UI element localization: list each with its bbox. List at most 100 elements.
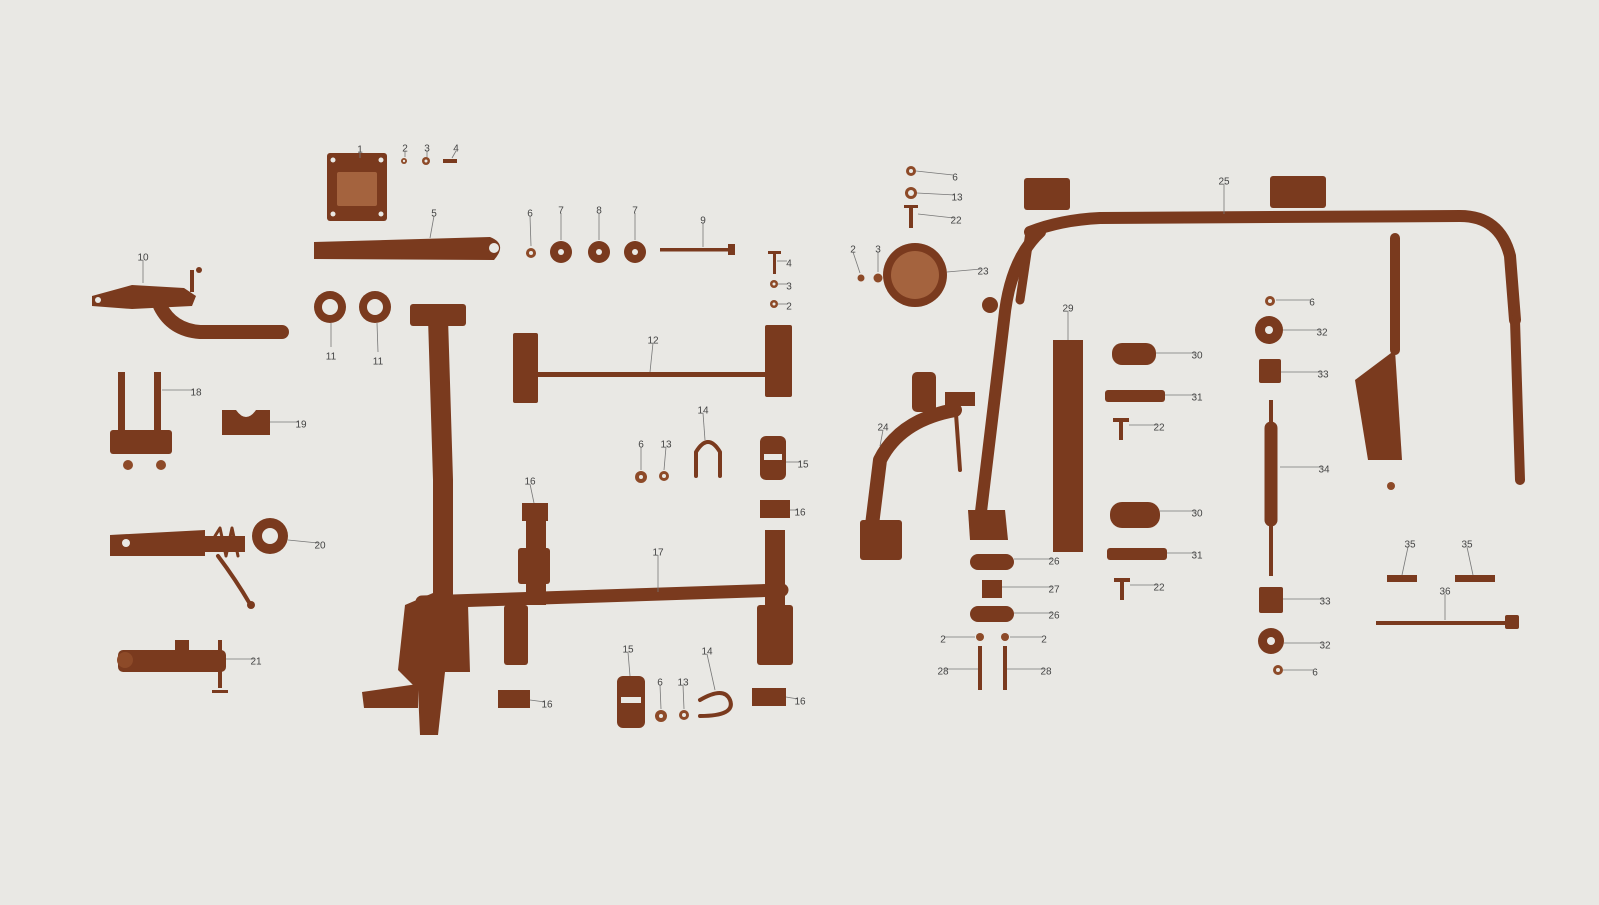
- callout-label-13: 13: [677, 678, 689, 689]
- callout-leader-13: [663, 446, 667, 471]
- callout-label-1: 1: [357, 145, 363, 156]
- part-hinge-bracket: [92, 267, 289, 339]
- callout-label-9: 9: [700, 216, 706, 227]
- callout-label-22: 22: [1153, 423, 1165, 434]
- callout-leader-16: [529, 699, 546, 703]
- callout-label-5: 5: [431, 209, 437, 220]
- part-rear-frame: [968, 176, 1525, 540]
- callout-leader-20: [287, 539, 319, 544]
- callout-label-3: 3: [786, 282, 792, 293]
- callout-label-24: 24: [877, 423, 889, 434]
- part-u-bolt-clamp: [110, 372, 172, 470]
- callout-label-11: 11: [326, 352, 337, 363]
- callout-leader-14: [706, 653, 716, 691]
- part-clamp-lower-set: [617, 676, 733, 728]
- part-rubber-rings: [314, 291, 391, 323]
- callout-label-36: 36: [1439, 587, 1451, 598]
- callout-label-15: 15: [797, 460, 809, 471]
- callout-label-7: 7: [558, 206, 564, 217]
- callout-label-13: 13: [951, 193, 963, 204]
- part-tie-rod: [513, 325, 792, 403]
- callout-label-3: 3: [424, 144, 430, 155]
- callout-leader-6: [529, 215, 532, 247]
- callout-label-3: 3: [875, 245, 881, 256]
- callout-label-32: 32: [1319, 641, 1331, 652]
- callout-label-16: 16: [541, 700, 553, 711]
- part-rubber-strip: [1053, 340, 1083, 552]
- callout-label-16: 16: [524, 477, 536, 488]
- callout-label-2: 2: [850, 245, 856, 256]
- callout-label-35: 35: [1404, 540, 1416, 551]
- callout-leader-16: [529, 483, 535, 504]
- callout-label-32: 32: [1316, 328, 1328, 339]
- callout-label-23: 23: [977, 267, 989, 278]
- callout-label-6: 6: [1309, 298, 1315, 309]
- part-kick-lever: [860, 372, 975, 560]
- part-main-frame: [362, 304, 793, 735]
- callout-leader-35: [1401, 546, 1409, 576]
- part-filter-disc-set: [857, 166, 947, 307]
- part-spring-assembly: [1255, 296, 1284, 675]
- callout-label-15: 15: [622, 645, 634, 656]
- callout-label-12: 12: [647, 336, 659, 347]
- part-pins-and-axle: [1376, 575, 1519, 629]
- part-plate: [327, 153, 387, 221]
- callout-label-14: 14: [701, 647, 713, 658]
- part-bar: [314, 237, 501, 260]
- callout-leader-11: [376, 322, 379, 353]
- callout-label-6: 6: [638, 440, 644, 451]
- callout-label-28: 28: [937, 667, 949, 678]
- callout-label-35: 35: [1461, 540, 1473, 551]
- callout-label-6: 6: [657, 678, 663, 689]
- callout-label-7: 7: [632, 206, 638, 217]
- callout-leader-23: [946, 268, 982, 273]
- part-washer-bolt-set-right: [768, 251, 781, 308]
- callout-label-33: 33: [1319, 597, 1331, 608]
- callout-label-6: 6: [952, 173, 958, 184]
- callout-label-2: 2: [786, 302, 792, 313]
- callout-leader-12: [649, 342, 654, 373]
- callout-leader-13: [682, 684, 685, 710]
- callout-label-13: 13: [660, 440, 672, 451]
- part-spring-latch: [110, 518, 288, 609]
- callout-label-2: 2: [940, 635, 946, 646]
- callout-leader-35: [1466, 546, 1474, 576]
- callout-label-8: 8: [596, 206, 602, 217]
- callout-label-11: 11: [373, 357, 384, 368]
- callout-label-6: 6: [1312, 668, 1318, 679]
- callout-leader-15: [627, 651, 631, 677]
- callout-label-17: 17: [652, 548, 664, 559]
- callout-label-16: 16: [794, 697, 806, 708]
- callout-label-34: 34: [1318, 465, 1330, 476]
- part-mount-upper-set: [1105, 343, 1165, 440]
- part-clamp-upper: [760, 436, 786, 480]
- callout-leader-6: [915, 170, 954, 176]
- part-slide-latch: [117, 640, 228, 693]
- part-u-bolt-upper: [635, 440, 722, 483]
- callout-leader-6: [659, 684, 662, 710]
- callout-label-18: 18: [190, 388, 202, 399]
- callout-label-2: 2: [402, 144, 408, 155]
- callout-leader-13: [916, 192, 956, 196]
- callout-label-22: 22: [950, 216, 962, 227]
- part-bushings-16: [498, 500, 790, 708]
- callout-leader-24: [879, 429, 884, 447]
- callout-leader-22: [917, 213, 955, 219]
- callout-label-2: 2: [1041, 635, 1047, 646]
- callout-label-33: 33: [1317, 370, 1329, 381]
- callout-label-21: 21: [250, 657, 262, 668]
- callout-label-30: 30: [1191, 351, 1203, 362]
- callout-label-22: 22: [1153, 583, 1165, 594]
- callout-label-20: 20: [314, 541, 326, 552]
- callout-label-27: 27: [1048, 585, 1060, 596]
- callout-label-6: 6: [527, 209, 533, 220]
- part-bushings-row: [526, 241, 735, 263]
- callout-label-26: 26: [1048, 557, 1060, 568]
- callout-label-31: 31: [1191, 551, 1203, 562]
- callout-leader-5: [429, 215, 435, 239]
- callout-label-26: 26: [1048, 611, 1060, 622]
- callout-label-25: 25: [1218, 177, 1230, 188]
- callout-leader-4: [451, 150, 457, 159]
